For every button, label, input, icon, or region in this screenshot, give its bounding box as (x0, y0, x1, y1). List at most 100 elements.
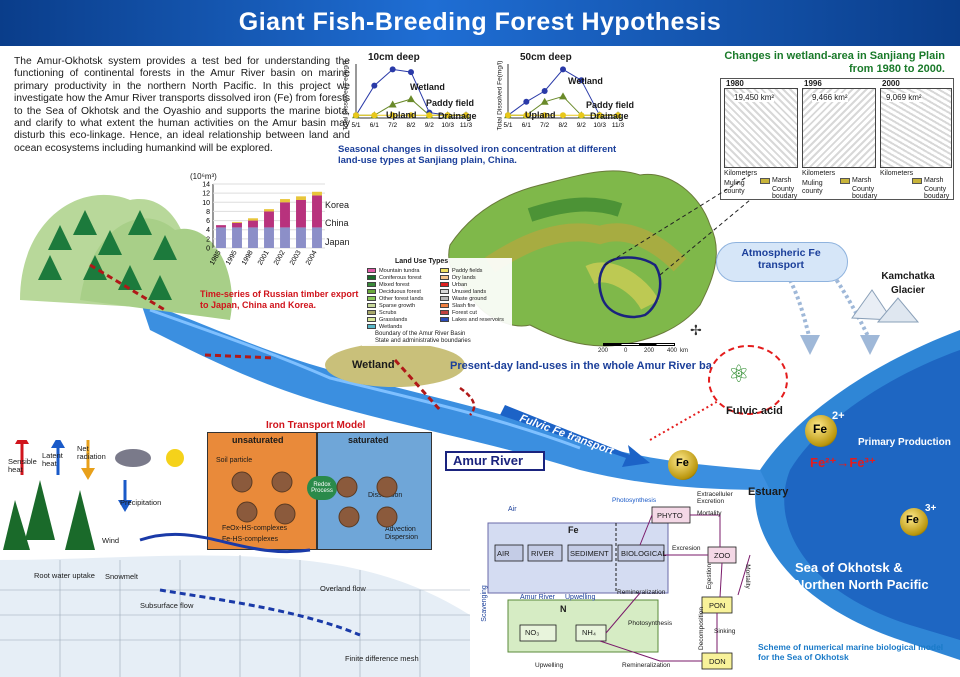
landuse-item: Deciduous forest (367, 288, 442, 295)
iron-point-paddy (407, 95, 415, 103)
landuse-item-label: Scrubs (379, 309, 397, 316)
fe-ion-large-2 (805, 415, 837, 447)
landuse-item-label: Urban (452, 281, 468, 288)
mortality2-label: Mortality (743, 564, 751, 589)
marsh-swatch-2000 (912, 178, 922, 184)
muling-1996: Muling county (802, 180, 823, 195)
wetland-label-1: Wetland (410, 82, 445, 92)
iron-point-upland (560, 112, 566, 119)
scale-400: 400 (667, 348, 678, 354)
timber-y-tick: 0 (206, 246, 210, 253)
landuse-swatch (367, 310, 376, 315)
iron-point-wetland (523, 98, 530, 105)
panel-label-50cm: 50cm deep (520, 52, 572, 63)
iron-point-upland (541, 112, 548, 119)
iron-ylabel-2: Total Dissolved Fe(mg/l) (496, 60, 504, 131)
timber-bar-china (248, 220, 258, 228)
timber-x-tick: 1998 (241, 249, 255, 266)
landuse-swatch (440, 282, 449, 287)
timber-bar-korea (280, 199, 290, 203)
year-2000: 2000 (882, 79, 900, 88)
timber-unit: (10⁶m³) (190, 172, 217, 181)
landuse-item-label: Waste ground (452, 295, 487, 302)
iron-point-upland (463, 112, 469, 119)
marsh-swatch-1996 (840, 178, 850, 184)
iron-x-tick: 10/3 (441, 122, 454, 129)
timber-bar-china (232, 222, 242, 228)
mesh-label: Finite difference mesh (345, 654, 419, 663)
advection-label: Advection Dispersion (385, 526, 419, 541)
iron-x-tick: 11/3 (612, 122, 625, 129)
iron-x-tick: 10/3 (593, 122, 606, 129)
landuse-item: Slash fire (440, 302, 515, 309)
timber-bar-korea (296, 196, 306, 200)
subsurface-label: Subsurface flow (140, 601, 194, 610)
boundary-2-label: State and administrative boundaries (375, 338, 471, 344)
landuse-item: Sparse growth (367, 302, 442, 309)
km-2000: Kilometers (880, 170, 914, 177)
landuse-item-label: Lakes and reservoirs (452, 316, 504, 323)
timber-y-tick: 6 (206, 218, 210, 225)
timber-bar-japan (296, 227, 306, 248)
sensible-heat-label: Sensible heat (8, 457, 37, 474)
iron-point-upland (408, 112, 414, 119)
scale-km: km (680, 348, 688, 354)
upwelling-label: Upwelling (535, 662, 564, 669)
fe-ion-large-2-charge: 2+ (832, 410, 845, 422)
upland-label-1: Upland (386, 110, 417, 120)
wetland-label-2: Wetland (568, 76, 603, 86)
landuse-item-label: Mountain tundra (379, 267, 420, 274)
iron-x-tick: 5/1 (351, 122, 360, 129)
timber-x-tick: 2002 (273, 249, 287, 266)
fulvic-acid-label: Fulvic acid (726, 405, 783, 417)
year-1996: 1996 (804, 79, 822, 88)
input-amur: Amur River (520, 594, 556, 601)
timber-bar-china (312, 195, 322, 228)
timber-bar-china (216, 225, 226, 228)
excresion-label: Excresion (672, 545, 701, 552)
landuse-item: Mountain tundra (367, 267, 442, 274)
fe-ion-large-1 (668, 450, 698, 480)
landuse-swatch (367, 296, 376, 301)
box-zoo: ZOO (714, 551, 731, 560)
iron-point-wetland (389, 66, 396, 73)
iron-caption: Seasonal changes in dissolved iron conce… (338, 144, 617, 166)
area-1996: 9,466 km² (812, 93, 848, 102)
landuse-item: Waste ground (440, 295, 515, 302)
mortality-label: Mortality (697, 510, 722, 517)
drainage-label-2: Drainage (590, 111, 629, 121)
precipitation-label: Precipitation (120, 498, 162, 507)
landuse-item: Grasslands (367, 316, 442, 323)
iron-point-upland (615, 112, 621, 119)
timber-x-tick: 1985 (209, 249, 223, 266)
decomposition-label: Decomposition (698, 607, 705, 650)
photosynthesis-label: Photosynthesis (628, 620, 673, 627)
amur-basin-map (448, 170, 717, 347)
timber-bar-korea (264, 209, 274, 212)
timber-bar-korea (312, 191, 322, 196)
area-2000: 9,069 km² (886, 93, 922, 102)
landuse-swatch (367, 317, 376, 322)
iron-point-wetland (408, 69, 414, 76)
landuse-item-label: Wetlands (379, 323, 403, 330)
iron-x-tick: 8/2 (558, 122, 567, 129)
timber-bar-japan (264, 227, 274, 248)
marine-caption: Scheme of numerical marine biological mo… (758, 642, 944, 662)
km-1996: Kilometers (802, 170, 836, 177)
iron-x-tick: 9/2 (425, 122, 434, 129)
overland-label: Overland flow (320, 584, 366, 593)
atmospheric-label: Atmospheric Fe transport (741, 247, 821, 271)
landuse-item-label: Paddy fields (452, 267, 483, 274)
root-uptake-label: Root water uptake (34, 571, 95, 580)
landuse-item: Mixed forest (367, 281, 442, 288)
timber-bar-china (280, 202, 290, 228)
scale-0: 0 (624, 348, 628, 354)
legend-korea: Korea (325, 200, 350, 210)
timber-x-tick: 2004 (305, 249, 319, 266)
iron-x-tick: 6/1 (522, 122, 531, 129)
iron-model-title: Iron Transport Model (266, 420, 366, 431)
marine-n: N (560, 604, 567, 614)
drainage-label-1: Drainage (438, 111, 477, 121)
